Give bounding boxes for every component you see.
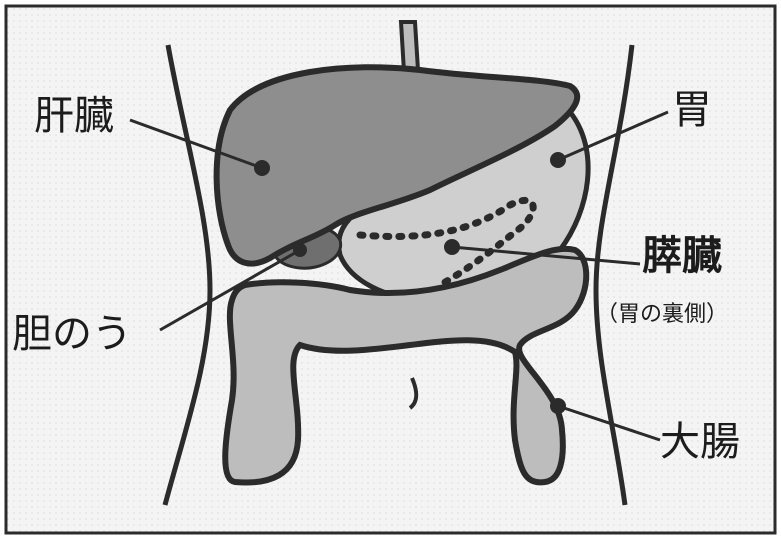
pancreas-label: 膵臓 [642,236,722,276]
stomach-label: 胃 [672,90,712,130]
esophagus [401,22,418,72]
pancreas-note-label: （胃の裏側） [596,304,728,326]
gallbladder-label: 胆のう [12,314,132,354]
large-intestine-label: 大腸 [660,422,740,462]
liver-label: 肝臓 [34,96,114,136]
